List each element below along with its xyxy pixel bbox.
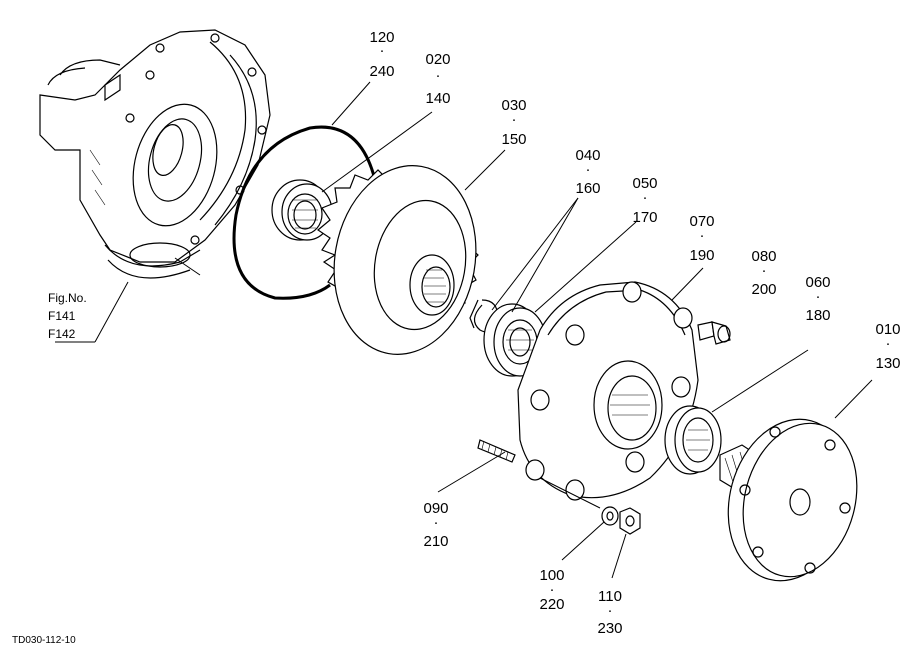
- flange-shaft: [719, 418, 858, 582]
- callout-alt: 150: [501, 131, 526, 148]
- callout-code: 040: [575, 147, 600, 164]
- callout-010: 010 · 130: [875, 321, 900, 372]
- callout-090: 090 · 210: [423, 500, 448, 550]
- spring-washer: [601, 506, 619, 526]
- callout-080: 080 · 200: [751, 248, 776, 298]
- oil-seal: [664, 405, 722, 475]
- callout-120: 120 · 240: [369, 29, 394, 80]
- callout-dot: ·: [886, 335, 891, 352]
- figure-reference-f141: F141: [48, 309, 76, 323]
- callout-alt: 170: [632, 209, 657, 226]
- callout-dot: ·: [643, 189, 648, 206]
- callout-alt: 180: [805, 307, 830, 324]
- bearing-cover: [517, 281, 699, 501]
- callout-100: 100 · 220: [539, 567, 564, 613]
- callout-code: 050: [632, 175, 657, 192]
- callout-dot: ·: [434, 514, 439, 531]
- callout-code: 100: [539, 567, 564, 584]
- callout-code: 020: [425, 51, 450, 68]
- callout-code: 060: [805, 274, 830, 291]
- callout-dot: ·: [586, 161, 591, 178]
- callout-alt: 200: [751, 281, 776, 298]
- callout-alt: 210: [423, 533, 448, 550]
- callout-060: 060 · 180: [805, 274, 830, 324]
- callout-050: 050 · 170: [632, 175, 657, 226]
- callout-070: 070 · 190: [689, 213, 714, 264]
- callout-code: 070: [689, 213, 714, 230]
- callout-110: 110 · 230: [597, 588, 622, 637]
- callout-dot: ·: [608, 602, 613, 619]
- callout-alt: 190: [689, 247, 714, 264]
- ball-bearing-small: [271, 179, 333, 241]
- callout-alt: 140: [425, 90, 450, 107]
- callout-code: 120: [369, 29, 394, 46]
- callout-alt: 230: [597, 620, 622, 637]
- callout-040: 040 · 160: [575, 147, 600, 197]
- callout-dot: ·: [816, 288, 821, 305]
- callout-alt: 240: [369, 63, 394, 80]
- hex-bolt: [697, 321, 731, 345]
- figure-reference-f142: F142: [48, 327, 76, 341]
- callout-dot: ·: [762, 262, 767, 279]
- callout-code: 110: [598, 588, 622, 605]
- figure-reference: Fig.No. F141 F142: [48, 291, 87, 341]
- drawing-id: TD030-112-10: [12, 635, 76, 646]
- callout-alt: 160: [575, 180, 600, 197]
- callout-dot: ·: [436, 67, 441, 84]
- callout-alt: 130: [875, 355, 900, 372]
- gear-housing: [39, 29, 271, 279]
- figure-reference-title: Fig.No.: [48, 291, 87, 305]
- hex-nut: [619, 507, 641, 535]
- callout-030: 030 · 150: [501, 97, 526, 148]
- leader-lines: [55, 81, 873, 579]
- spur-gear: [316, 165, 479, 355]
- callout-code: 010: [875, 321, 900, 338]
- o-ring: [232, 125, 377, 300]
- callout-dot: ·: [550, 581, 555, 598]
- callout-code: 080: [751, 248, 776, 265]
- callout-dot: ·: [512, 111, 517, 128]
- callout-020: 020 · 140: [425, 51, 450, 107]
- callout-dot: ·: [380, 42, 385, 59]
- callout-code: 030: [501, 97, 526, 114]
- callout-alt: 220: [539, 596, 564, 613]
- callout-dot: ·: [700, 227, 705, 244]
- stud-bolt: [477, 439, 516, 463]
- callout-code: 090: [423, 500, 448, 517]
